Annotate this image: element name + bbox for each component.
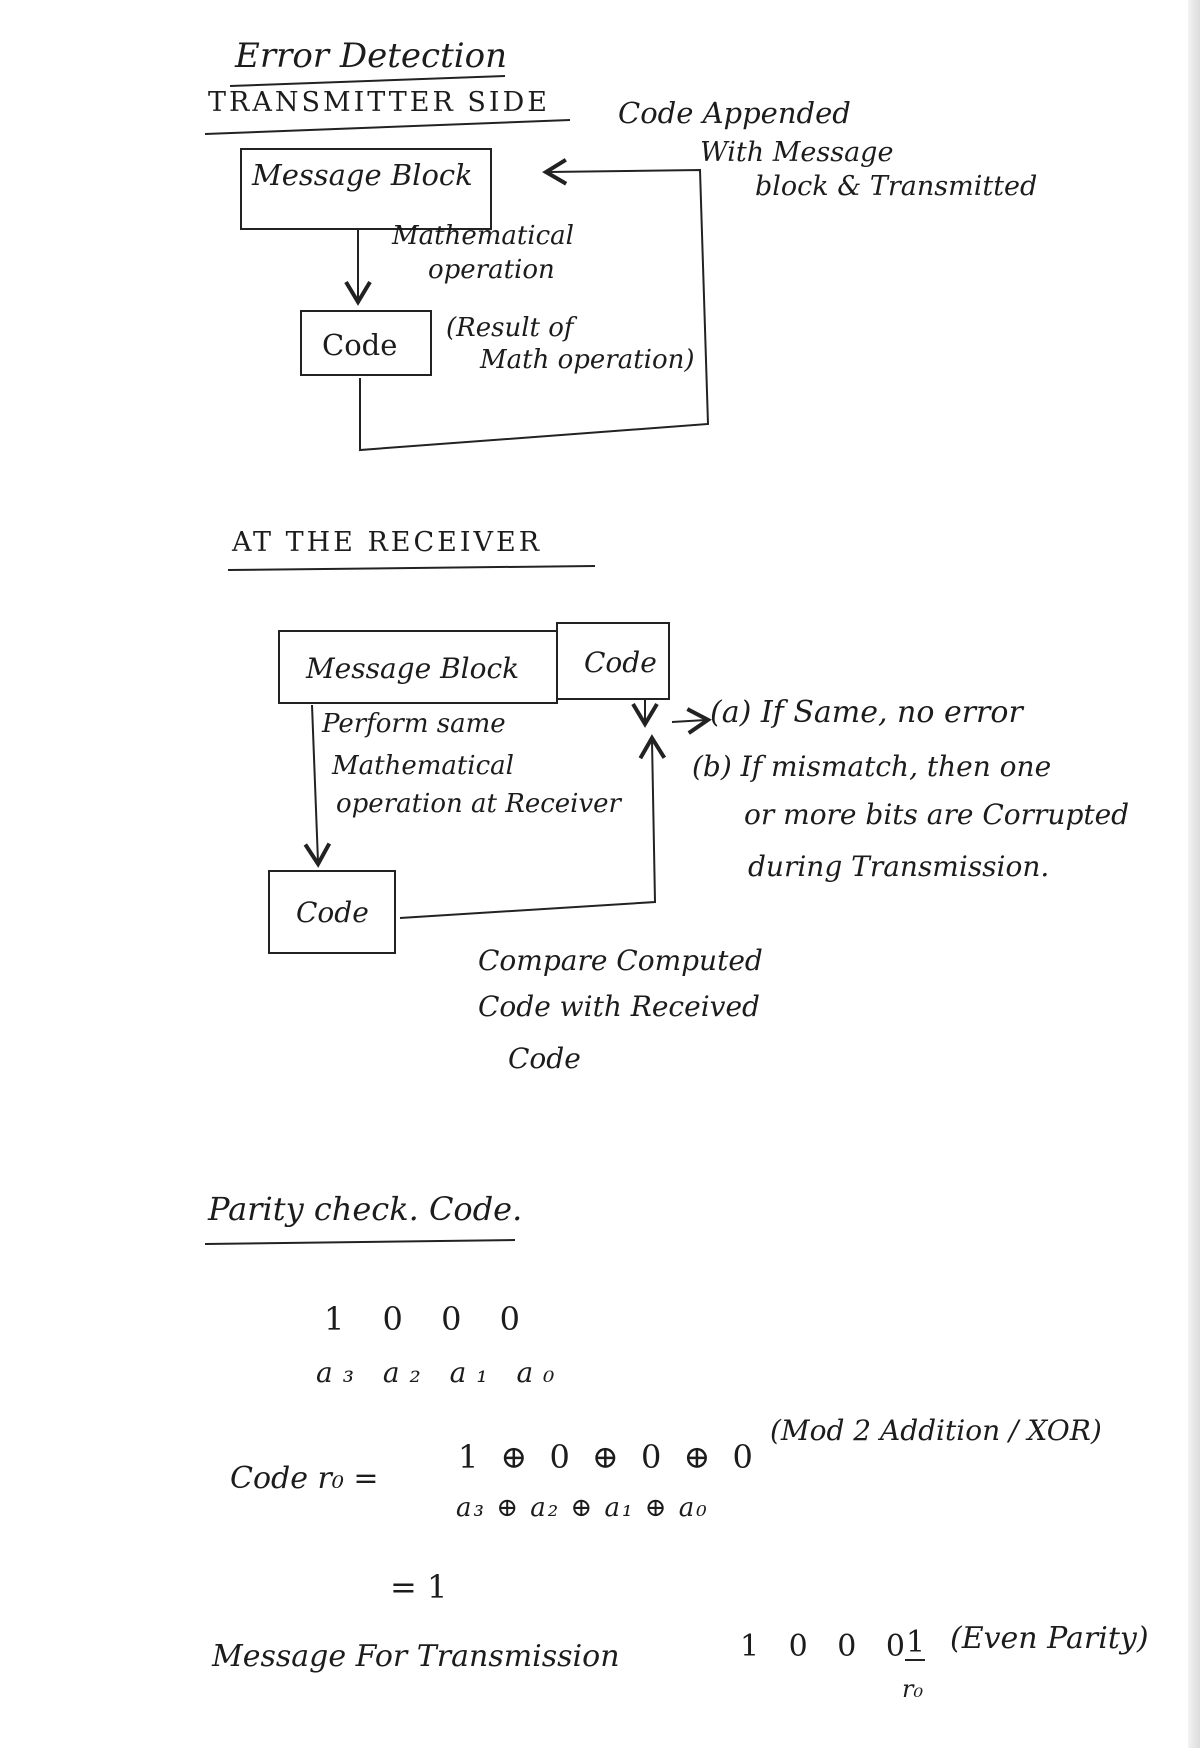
parity-result: = 1 (390, 1568, 448, 1606)
parity-bit: 1 (906, 1625, 926, 1660)
parity-expr-note: (Mod 2 Addition / XOR) (770, 1414, 1102, 1447)
rx-code-computed-label: Code (296, 896, 369, 929)
rx-arrow-down (303, 704, 332, 868)
rx-case-b-line2: or more bits are Corrupted (744, 798, 1130, 831)
rx-case-b-line1: (b) If mismatch, then one (692, 750, 1052, 783)
tx-operation-line1: Mathematical (392, 221, 574, 251)
parity-expr-symbols: a₃ ⊕ a₂ ⊕ a₁ ⊕ a₀ (456, 1493, 709, 1523)
parity-bit-labels: a₃ a₂ a₁ a₀ (316, 1356, 565, 1389)
rx-case-a: (a) If Same, no error (710, 695, 1023, 730)
tx-operation-line2: operation (428, 255, 555, 285)
tx-result-line1: (Result of (446, 313, 574, 343)
rx-code-computed-box (268, 870, 396, 954)
tx-message-block-label: Message Block (252, 158, 473, 192)
rx-perform-line2: Mathematical (332, 751, 514, 781)
parity-code-label: Code r₀ = (230, 1461, 379, 1496)
rx-perform-line1: Perform same (322, 709, 506, 739)
page-title: Error Detection (235, 36, 507, 76)
page-edge (1188, 0, 1200, 1748)
tx-append-line2: With Message (700, 137, 894, 168)
parity-message-label: Message For Transmission (212, 1639, 620, 1674)
rx-case-arrow (671, 707, 712, 735)
rx-code-received-box (556, 622, 670, 700)
tx-append-line3: block & Transmitted (755, 171, 1038, 202)
tx-code-label: Code (322, 328, 398, 362)
rx-compare-line1: Compare Computed (478, 944, 763, 977)
parity-bit-label: r₀ (902, 1675, 924, 1703)
rx-code-received-label: Code (584, 646, 657, 679)
transmitter-heading: TRANSMITTER SIDE (208, 87, 550, 118)
tx-code-box (300, 310, 432, 376)
tx-append-line1: Code Appended (618, 96, 851, 130)
receiver-heading: AT THE RECEIVER (232, 527, 543, 558)
parity-underline (204, 1239, 516, 1245)
parity-even-note: (Even Parity) (950, 1621, 1149, 1656)
tx-message-block-box (240, 148, 492, 230)
rx-message-block-label: Message Block (306, 652, 520, 685)
tx-heading-underline (204, 119, 571, 135)
rx-case-b-line3: during Transmission. (748, 850, 1050, 883)
rx-heading-underline (227, 565, 596, 571)
title-underline (229, 75, 506, 87)
parity-bits: 1 0 0 0 (324, 1300, 534, 1338)
tx-result-line2: Math operation) (480, 345, 695, 375)
parity-heading: Parity check. Code. (208, 1190, 523, 1228)
rx-perform-line3: operation at Receiver (336, 789, 621, 819)
parity-message-bits: 1 0 0 0 (740, 1629, 915, 1664)
rx-compare-line2: Code with Received (478, 990, 760, 1023)
rx-loop (399, 734, 667, 919)
parity-expr-values: 1 ⊕ 0 ⊕ 0 ⊕ 0 (458, 1438, 759, 1476)
tx-loop (359, 158, 710, 452)
rx-compare-line3: Code (508, 1042, 581, 1075)
